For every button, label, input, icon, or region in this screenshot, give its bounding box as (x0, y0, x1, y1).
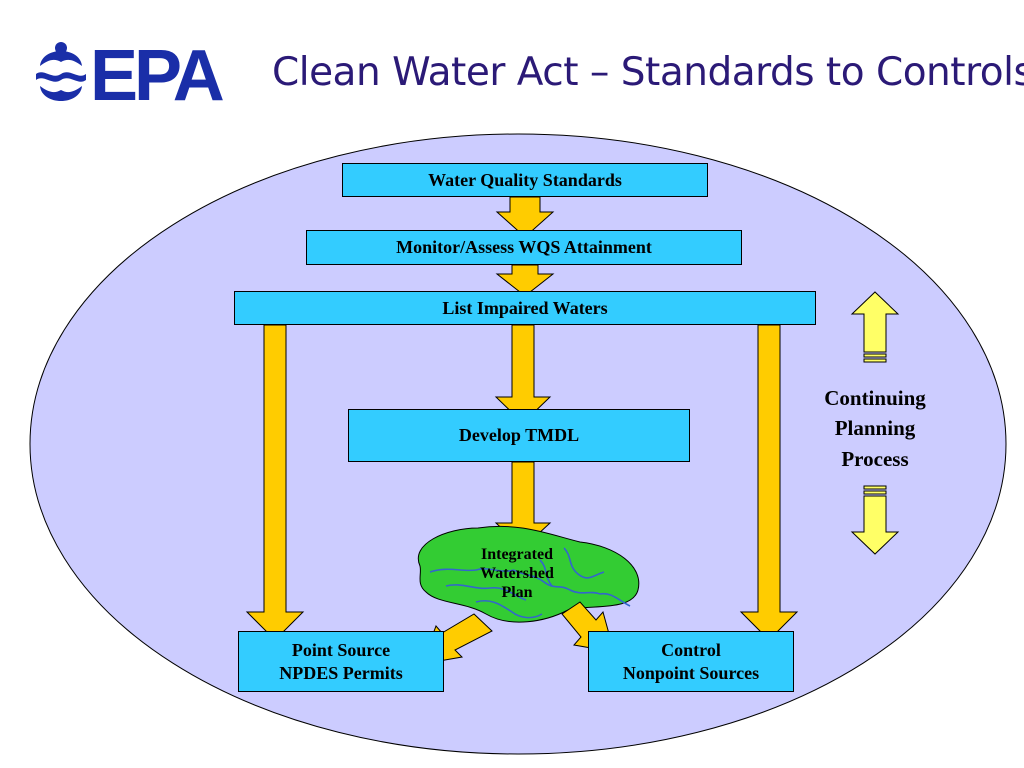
box-point-source: Point Source NPDES Permits (238, 631, 444, 692)
box-list-impaired-waters: List Impaired Waters (234, 291, 816, 325)
watershed-label-line-1: Integrated (481, 546, 553, 563)
side-label-line-3: Process (841, 446, 909, 471)
box-monitor-assess: Monitor/Assess WQS Attainment (306, 230, 742, 265)
watershed-label: Integrated Watershed Plan (462, 545, 572, 603)
side-label-line-1: Continuing (824, 386, 926, 410)
box-label: Develop TMDL (458, 425, 580, 446)
box-label: Water Quality Standards (428, 169, 622, 190)
arrow-monitor-to-list (495, 264, 555, 297)
box-develop-tmdl: Develop TMDL (348, 409, 690, 462)
arrow-wqs-to-monitor (495, 196, 555, 238)
box-control-nonpoint: Control Nonpoint Sources (588, 631, 794, 692)
logo-text: EPA (90, 36, 224, 108)
page-title: Clean Water Act – Standards to Controls (272, 50, 1024, 95)
epa-flower-icon (36, 42, 86, 101)
arrow-list-to-point-source (245, 324, 305, 641)
box-label-line-1: Control (661, 640, 721, 660)
river-lines (429, 547, 631, 619)
box-label-line-2: NPDES Permits (279, 662, 403, 683)
up-arrow-icon (850, 291, 900, 363)
continuing-planning-label: Continuing Planning Process (800, 383, 950, 474)
watershed-label-line-2: Watershed (480, 565, 554, 583)
box-label: List Impaired Waters (442, 297, 608, 318)
arrow-list-to-nonpoint (739, 324, 799, 641)
down-arrow-icon (850, 485, 900, 555)
box-water-quality-standards: Water Quality Standards (342, 163, 708, 197)
box-label-line-2: Nonpoint Sources (622, 662, 760, 683)
box-label-line-1: Point Source (291, 640, 391, 660)
epa-logo: EPA (36, 36, 228, 108)
box-label: Monitor/Assess WQS Attainment (396, 237, 652, 258)
watershed-label-line-3: Plan (501, 584, 533, 602)
side-label-line-2: Planning (834, 416, 916, 441)
